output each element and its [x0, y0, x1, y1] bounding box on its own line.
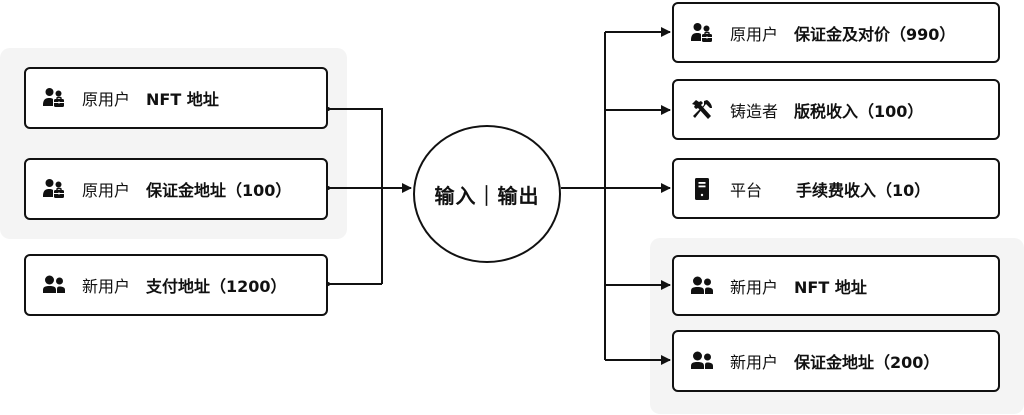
node-role: 新用户	[82, 277, 131, 296]
node-role: 平台	[730, 180, 763, 200]
output-node-platform-fee[interactable]: 平台 手续费收入（10）	[672, 158, 1000, 219]
node-label: 手续费收入（10）	[796, 180, 931, 200]
node-role: 铸造者	[730, 101, 779, 121]
wire-input-nft	[327, 108, 383, 284]
output-node-new-nft[interactable]: 新用户 NFT 地址	[672, 255, 1000, 316]
output-node-new-deposit[interactable]: 新用户 保证金地址（200）	[672, 330, 1000, 392]
node-role: 新用户	[730, 277, 779, 297]
input-node-original-deposit[interactable]: 原用户 保证金地址（100）	[24, 158, 328, 220]
output-node-minter-royalty[interactable]: 铸造者 版税收入（100）	[672, 79, 1000, 140]
node-label: 保证金地址（200）	[794, 353, 940, 372]
user-briefcase-icon	[42, 177, 66, 201]
user-briefcase-icon	[690, 21, 714, 45]
node-role: 原用户	[82, 181, 131, 200]
node-role: 原用户	[82, 90, 131, 109]
node-label: 支付地址（1200）	[146, 277, 287, 296]
input-node-original-nft[interactable]: 原用户 NFT 地址	[24, 67, 328, 129]
hub-label: 输入｜输出	[434, 183, 540, 208]
io-hub-circle[interactable]: 输入｜输出	[413, 125, 561, 263]
node-label: NFT 地址	[794, 277, 867, 297]
users-icon	[690, 274, 714, 298]
node-label: 版税收入（100）	[794, 101, 924, 121]
users-icon	[690, 349, 714, 373]
node-label: NFT 地址	[146, 90, 219, 109]
server-icon	[690, 177, 714, 201]
output-node-original-deposit-consideration[interactable]: 原用户 保证金及对价（990）	[672, 2, 1000, 63]
users-icon	[42, 273, 66, 297]
hammer-pick-icon	[690, 98, 714, 122]
node-label: 保证金地址（100）	[146, 181, 292, 200]
input-node-new-payment[interactable]: 新用户 支付地址（1200）	[24, 254, 328, 316]
node-label: 保证金及对价（990）	[794, 24, 956, 44]
user-briefcase-icon	[42, 86, 66, 110]
node-role: 原用户	[730, 24, 779, 44]
node-role: 新用户	[730, 353, 779, 372]
